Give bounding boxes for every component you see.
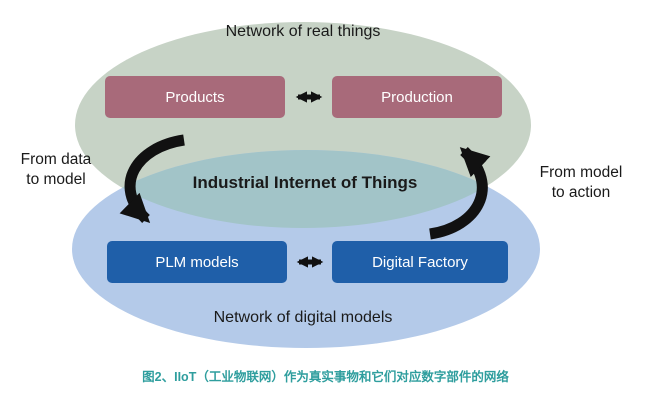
node-production: Production bbox=[332, 76, 502, 118]
network-overlap-region bbox=[75, 150, 531, 228]
node-digital-factory: Digital Factory bbox=[332, 241, 508, 283]
left-annotation: From data to model bbox=[2, 150, 110, 190]
center-title: Industrial Internet of Things bbox=[192, 173, 418, 192]
model-to-action-arrow bbox=[429, 147, 491, 240]
left-annotation-line1: From data bbox=[20, 151, 92, 168]
digital-network-label: Network of digital models bbox=[213, 309, 393, 326]
node-products: Products bbox=[105, 76, 285, 118]
right-annotation: From model to action bbox=[516, 163, 646, 203]
real-network-label: Network of real things bbox=[225, 23, 381, 40]
left-annotation-line2: to model bbox=[26, 170, 86, 188]
data-to-model-arrow bbox=[119, 134, 185, 223]
right-annotation-line1: From model bbox=[539, 164, 623, 181]
node-plm-models: PLM models bbox=[107, 241, 287, 283]
right-annotation-line2: to action bbox=[551, 183, 611, 201]
figure-caption: 图2、IIoT（工业物联网）作为真实事物和它们对应数字部件的网络 bbox=[142, 370, 509, 384]
